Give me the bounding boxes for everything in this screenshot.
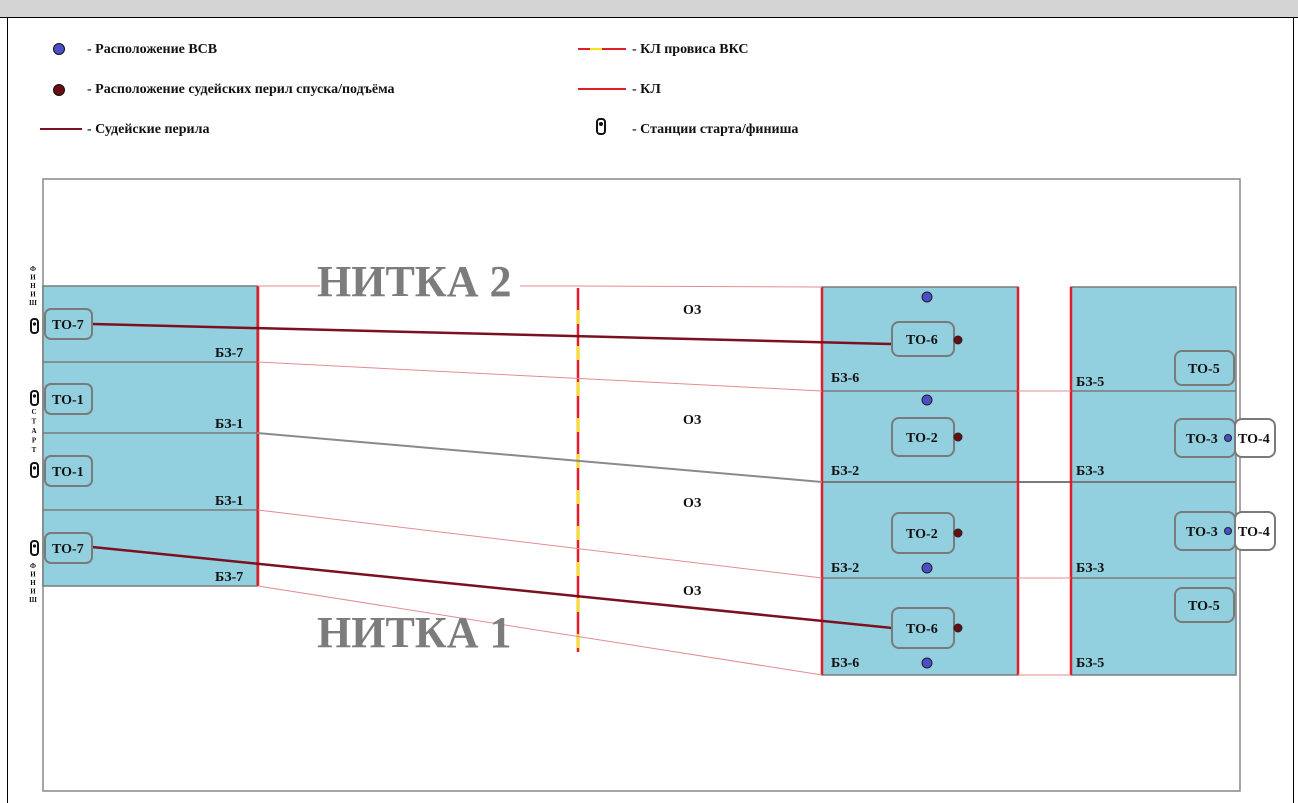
station-boxes [44, 308, 1276, 649]
vsv-marker [1224, 434, 1232, 442]
legend-stations: - Станции старта/финиша [632, 122, 798, 137]
to2-label-bottom: ТО-2 [906, 527, 938, 542]
legend-judge-rails-place: - Расположение судейских перил спуска/по… [87, 82, 395, 97]
bz2-label-top: БЗ-2 [831, 464, 859, 479]
bz3-label-bottom: БЗ-3 [1076, 561, 1104, 576]
to4-box-bottom [1234, 511, 1276, 551]
bz3-label-top: БЗ-3 [1076, 464, 1104, 479]
station-icon [30, 462, 39, 478]
to4-label-top: ТО-4 [1238, 432, 1270, 447]
bz1-label-top: БЗ-1 [215, 417, 243, 432]
judge-rail-marker [953, 432, 963, 442]
vsv-marker [921, 657, 933, 669]
top-bar [0, 0, 1298, 18]
bz2-label-bottom: БЗ-2 [831, 561, 859, 576]
judge-rail-marker [953, 528, 963, 538]
station-labels: ТО-7 ТО-1 ТО-1 ТО-7 ТО-6 ТО-2 ТО-2 ТО-6 … [52, 318, 1270, 637]
bz6-label-bottom: БЗ-6 [831, 656, 859, 671]
legend: - Расположение ВСВ - Расположение судейс… [40, 42, 798, 137]
station-icon [30, 390, 39, 406]
vsv-marker [921, 291, 933, 303]
page-border [7, 17, 1294, 803]
to6-label-bottom: ТО-6 [906, 622, 938, 637]
to7-label-top: ТО-7 [52, 318, 84, 333]
station-icon [30, 318, 39, 334]
station-legend-icon [596, 118, 606, 135]
vsv-markers [921, 291, 1232, 669]
station-icons [30, 318, 39, 556]
thread-1-label: НИТКА 1 [317, 608, 511, 657]
to1-label-top: ТО-1 [52, 393, 84, 408]
to6-label-top: ТО-6 [906, 333, 938, 348]
oz-label-4: ОЗ [683, 584, 701, 599]
judge-rail-marker [953, 623, 963, 633]
bz7-label-top: БЗ-7 [215, 346, 243, 361]
to4-label-bottom: ТО-4 [1238, 525, 1270, 540]
legend-kl-vks: - КЛ провиса ВКС [632, 42, 749, 57]
thread-2-label: НИТКА 2 [317, 257, 511, 306]
bz1-label-bottom: БЗ-1 [215, 494, 243, 509]
oz-label-3: ОЗ [683, 496, 701, 511]
vsv-marker [921, 562, 933, 574]
to7-box-top [44, 308, 93, 340]
to5-box-top [1174, 350, 1235, 386]
to1-label-bottom: ТО-1 [52, 465, 84, 480]
judge-rail-marker [953, 335, 963, 345]
legend-kl: - КЛ [632, 82, 661, 97]
oz-label-1: ОЗ [683, 303, 701, 318]
judge-rail-thread2 [91, 322, 893, 346]
legend-judge-rails: - Судейские перила [87, 122, 209, 137]
to2-label-top: ТО-2 [906, 431, 938, 446]
judge-rail-markers [953, 335, 963, 633]
connector-lines [256, 285, 1071, 676]
bz6-label-top: БЗ-6 [831, 371, 859, 386]
to1-box-top [44, 383, 93, 415]
to7-label-bottom: ТО-7 [52, 542, 84, 557]
judge-rails-place-legend-marker [53, 84, 65, 96]
station-icon [30, 540, 39, 556]
vsv-legend-marker [53, 43, 65, 55]
zone-blocks [42, 285, 1237, 676]
to7-box-bottom [44, 532, 93, 564]
vsv-marker [1224, 527, 1232, 535]
judge-rail-thread1 [91, 545, 893, 630]
zone-labels: БЗ-7 БЗ-1 БЗ-1 БЗ-7 БЗ-6 БЗ-2 БЗ-2 БЗ-6 … [215, 303, 1104, 671]
to3-label-bottom: ТО-3 [1186, 525, 1218, 540]
to5-label-top: ТО-5 [1188, 362, 1220, 377]
to3-label-top: ТО-3 [1186, 432, 1218, 447]
bz7-label-bottom: БЗ-7 [215, 570, 243, 585]
legend-vsv: - Расположение ВСВ [87, 42, 217, 57]
bz5-label-top: БЗ-5 [1076, 375, 1104, 390]
to1-box-bottom [44, 455, 93, 487]
vsv-marker [921, 394, 933, 406]
oz-label-2: ОЗ [683, 413, 701, 428]
to4-box-top [1234, 418, 1276, 458]
judge-rails [91, 322, 893, 630]
bz5-label-bottom: БЗ-5 [1076, 656, 1104, 671]
to5-box-bottom [1174, 587, 1235, 623]
to5-label-bottom: ТО-5 [1188, 599, 1220, 614]
